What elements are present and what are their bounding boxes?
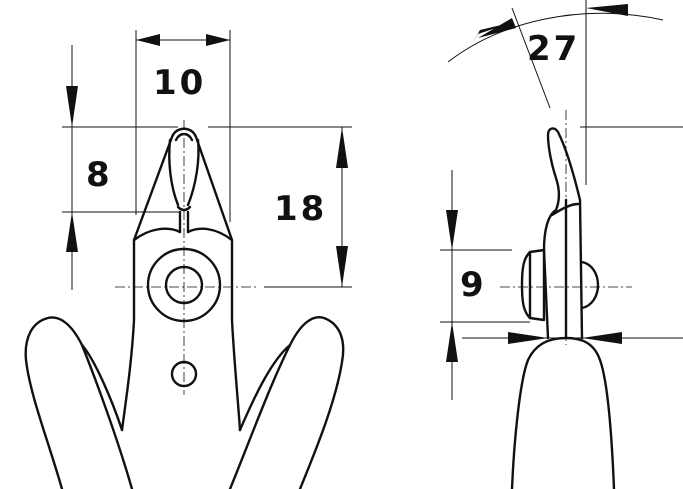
left-handle-inner	[80, 343, 124, 432]
dimension-jaw-length: 8	[62, 45, 180, 290]
side-view: 9 27	[440, 0, 683, 489]
right-handle	[228, 315, 345, 489]
side-handle	[510, 336, 616, 489]
side-jaw-edge	[550, 202, 580, 217]
dimension-jaw-width: 10	[135, 30, 231, 222]
front-view: 10 8 18	[24, 30, 352, 489]
dimension-bend-angle: 27	[447, 0, 683, 185]
dim-label-9: 9	[460, 265, 487, 305]
right-handle-inner	[238, 343, 292, 432]
left-handle	[24, 316, 134, 489]
pivot-cap-right	[580, 260, 600, 310]
dim-label-10: 10	[153, 63, 206, 103]
side-jaw-profile	[542, 127, 584, 340]
dim-label-27: 27	[527, 29, 580, 69]
dimension-thickness-arrows	[462, 332, 683, 344]
dim-label-8: 8	[86, 155, 113, 195]
pivot-cap-left	[520, 248, 546, 322]
head-shoulder	[132, 227, 234, 242]
dim-label-18: 18	[274, 189, 327, 229]
dimension-side-height: 9	[440, 170, 530, 400]
dimension-head-length: 18	[208, 126, 352, 288]
jaw-left-blade	[168, 138, 180, 207]
jaw-right-blade	[186, 138, 200, 207]
